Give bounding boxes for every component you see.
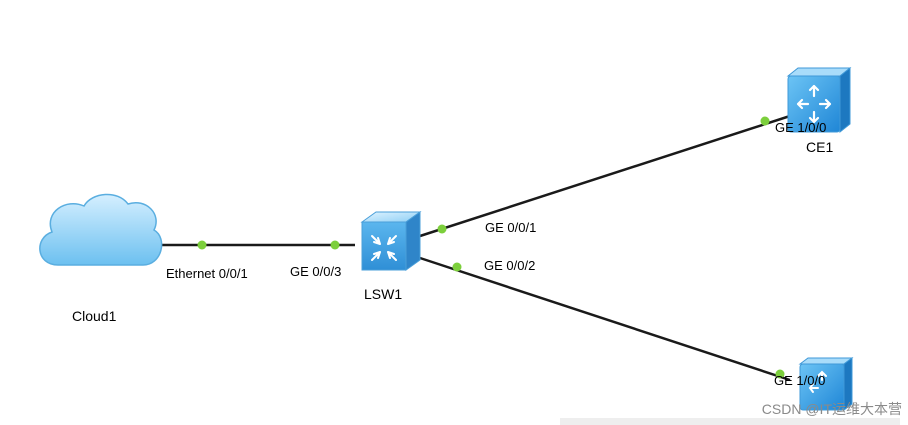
watermark: CSDN @IT运维大本营 <box>761 401 902 417</box>
port-label-sw-ge1: GE 0/0/1 <box>485 220 537 235</box>
router-ce1-icon[interactable] <box>786 66 852 134</box>
port-dot-sw-ge1 <box>437 224 447 234</box>
port-dot-ce1-ge <box>760 116 770 126</box>
port-dot-cloud-eth <box>197 240 207 250</box>
device-label-ce1: CE1 <box>806 139 834 155</box>
port-label-ce1-ge: GE 1/0/0 <box>775 120 827 135</box>
port-label-sw-ge3: GE 0/0/3 <box>290 264 342 279</box>
cloud-icon[interactable] <box>39 193 163 266</box>
device-label-lsw1: LSW1 <box>364 286 403 302</box>
bottom-strip <box>560 418 900 425</box>
port-label-sw-ge2: GE 0/0/2 <box>484 258 536 273</box>
port-dot-sw-ge2 <box>452 262 462 272</box>
port-dot-sw-ge3 <box>330 240 340 250</box>
device-label-cloud1: Cloud1 <box>72 308 117 324</box>
port-label-cloud-eth: Ethernet 0/0/1 <box>166 266 248 281</box>
link-lsw1-ce1[interactable] <box>419 114 791 238</box>
switch-icon[interactable] <box>360 211 422 271</box>
link-lsw1-bottom-router[interactable] <box>419 256 791 382</box>
router-bottom-icon[interactable] <box>798 357 854 411</box>
port-dot-bottom-ge <box>775 369 785 379</box>
port-label-bottom-ge: GE 1/0/0 <box>774 373 826 388</box>
